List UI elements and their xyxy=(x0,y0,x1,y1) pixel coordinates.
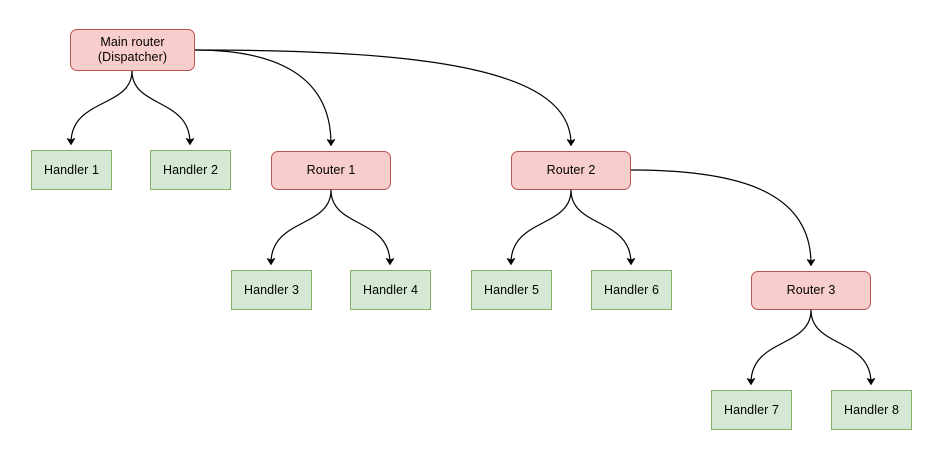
edge-main-to-router-2 xyxy=(194,49,576,147)
node-handler-4[interactable]: Handler 4 xyxy=(350,270,431,310)
node-label-router-3: Router 3 xyxy=(786,283,836,297)
node-label-handler-4: Handler 4 xyxy=(362,282,419,297)
node-label-handler-5: Handler 5 xyxy=(483,282,540,297)
node-label-handler-8: Handler 8 xyxy=(843,402,900,417)
edge-main-to-router-1 xyxy=(194,49,336,147)
node-label-handler-1: Handler 1 xyxy=(43,162,100,177)
node-main-router[interactable]: Main router (Dispatcher) xyxy=(70,29,195,71)
node-label-router-1: Router 1 xyxy=(306,163,356,177)
node-handler-6[interactable]: Handler 6 xyxy=(591,270,672,310)
node-handler-1[interactable]: Handler 1 xyxy=(31,150,112,190)
node-handler-5[interactable]: Handler 5 xyxy=(471,270,552,310)
edge-router-1-to-handler-3 xyxy=(266,189,332,266)
node-label-router-2: Router 2 xyxy=(546,163,596,177)
node-label-main-router: Main router (Dispatcher) xyxy=(97,35,168,64)
node-label-handler-7: Handler 7 xyxy=(723,402,780,417)
edge-router-2-to-handler-5 xyxy=(506,189,572,266)
node-label-handler-2: Handler 2 xyxy=(162,162,219,177)
node-router-1[interactable]: Router 1 xyxy=(271,151,391,190)
node-handler-7[interactable]: Handler 7 xyxy=(711,390,792,430)
node-router-3[interactable]: Router 3 xyxy=(751,271,871,310)
edge-router-2-to-router-3 xyxy=(630,169,816,267)
edge-router-3-to-handler-8 xyxy=(810,309,876,386)
edge-main-to-handler-1 xyxy=(66,70,133,146)
node-handler-3[interactable]: Handler 3 xyxy=(231,270,312,310)
edge-main-to-handler-2 xyxy=(131,70,195,146)
node-router-2[interactable]: Router 2 xyxy=(511,151,631,190)
edge-router-3-to-handler-7 xyxy=(746,309,812,386)
edge-router-1-to-handler-4 xyxy=(330,189,395,266)
node-handler-2[interactable]: Handler 2 xyxy=(150,150,231,190)
node-handler-8[interactable]: Handler 8 xyxy=(831,390,912,430)
node-label-handler-6: Handler 6 xyxy=(603,282,660,297)
edge-router-2-to-handler-6 xyxy=(570,189,636,266)
node-label-handler-3: Handler 3 xyxy=(243,282,300,297)
edges-group xyxy=(66,49,876,386)
